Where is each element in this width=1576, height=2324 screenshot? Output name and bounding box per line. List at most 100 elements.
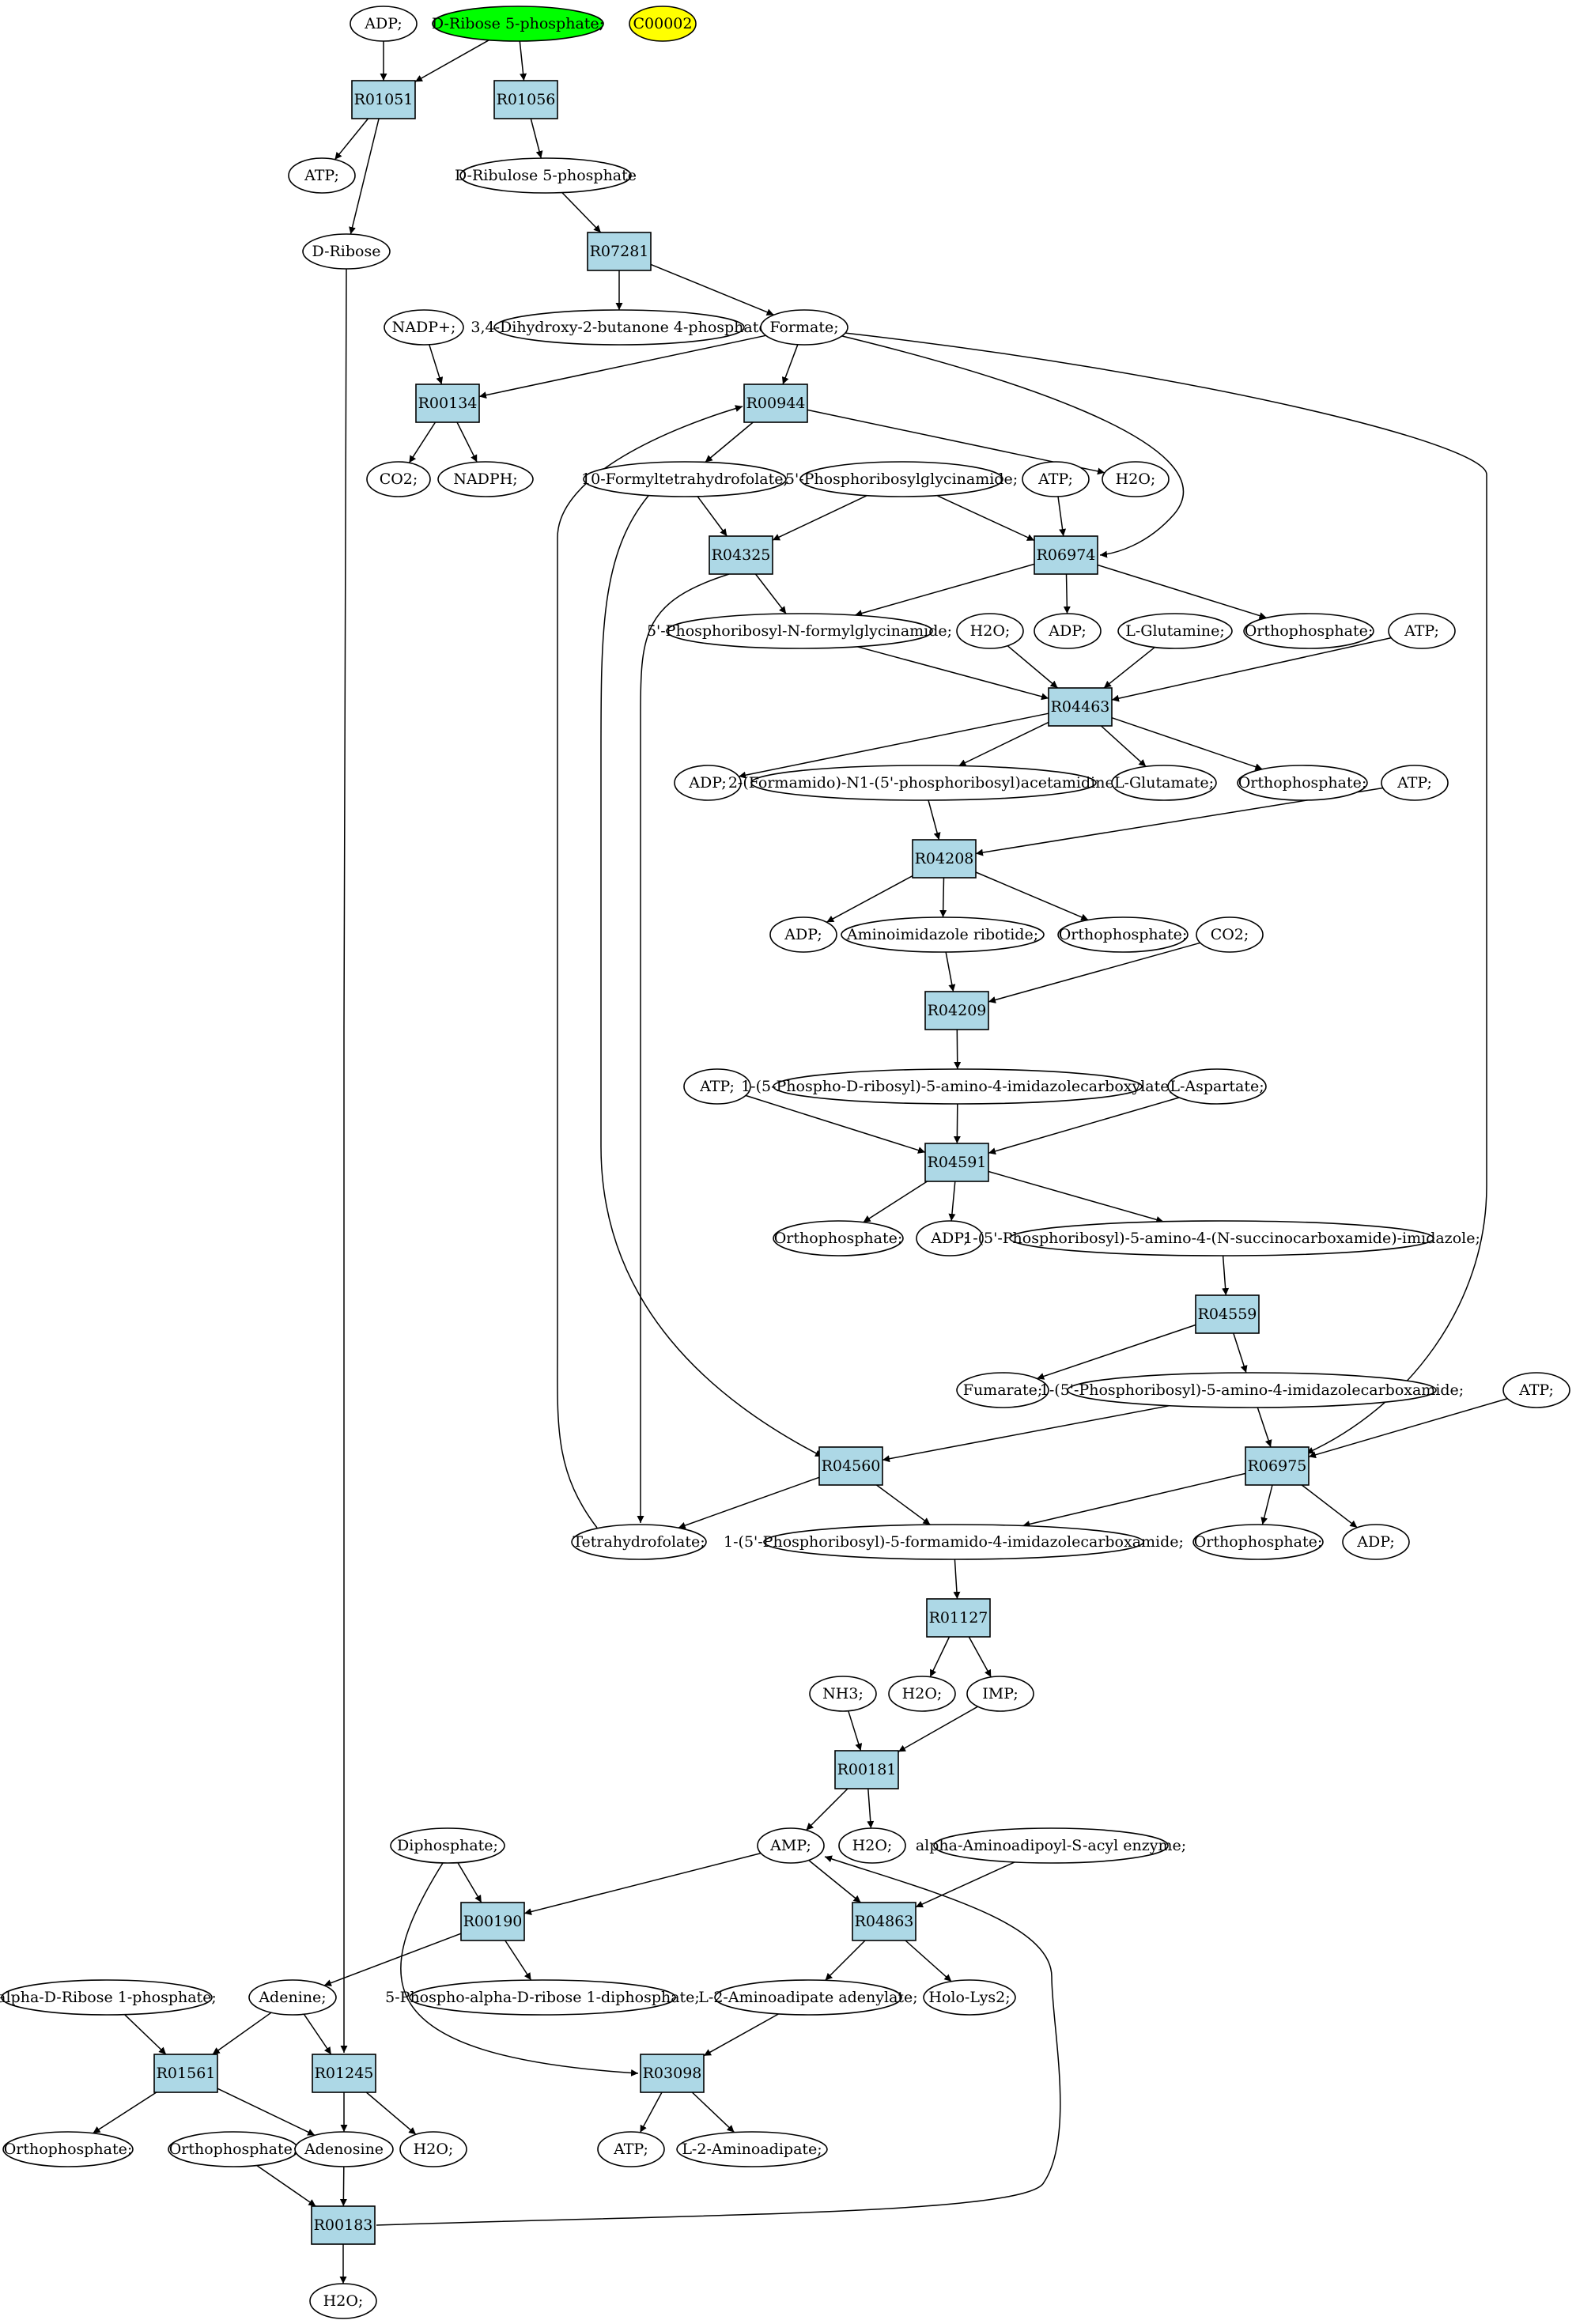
edge-r19-c56: [93, 2092, 157, 2134]
compound-node: H2O;: [399, 2131, 467, 2167]
reaction-box: [153, 2054, 218, 2093]
compound-label: H2O;: [323, 2292, 364, 2310]
compound-node: ADP;: [1034, 613, 1102, 649]
edge-c30-r10: [988, 942, 1201, 1003]
edge-r11-c34: [863, 1181, 928, 1223]
edge-c17-r8: [1007, 645, 1058, 689]
compound-node: C00002: [629, 6, 697, 42]
edges-layer: [93, 40, 1508, 2284]
reaction-node: R04209: [924, 991, 989, 1030]
compound-ellipse: [1034, 613, 1102, 649]
reaction-label: R00183: [314, 2216, 373, 2234]
compound-label: H2O;: [852, 1837, 893, 1854]
reaction-box: [1195, 1294, 1260, 1334]
compound-label: D-Ribose 5-phosphate;: [432, 15, 604, 32]
compound-node: D-Ribulose 5-phosphate: [455, 157, 637, 194]
edge-c50-r18: [915, 1861, 1015, 1908]
compound-label: L-2-Aminoadipate;: [682, 2141, 822, 2158]
compound-label: Orthophosphate;: [774, 1230, 903, 1247]
compound-ellipse: [1, 1979, 213, 2016]
reaction-box: [709, 535, 773, 575]
compound-ellipse: [597, 2131, 665, 2167]
compound-ellipse: [966, 1676, 1034, 1712]
compound-ellipse: [399, 2131, 467, 2167]
compound-label: H2O;: [902, 1685, 943, 1702]
compound-node: Holo-Lys2;: [923, 1979, 1016, 2016]
compound-ellipse: [1167, 1068, 1267, 1105]
compound-ellipse: [1381, 765, 1449, 801]
reaction-node: R00190: [460, 1902, 525, 1941]
reaction-label: R01051: [354, 91, 414, 108]
compound-label: Orthophosphate;: [1238, 774, 1367, 792]
compound-ellipse: [1388, 613, 1456, 649]
reaction-label: R00134: [418, 395, 478, 412]
compound-ellipse: [757, 1827, 825, 1864]
compound-ellipse: [933, 1827, 1169, 1864]
edge-c8-r4: [478, 334, 766, 399]
compound-label: ATP;: [1518, 1381, 1554, 1399]
compound-ellipse: [750, 765, 1097, 801]
reaction-box: [587, 232, 652, 271]
edge-r16-c49: [867, 1788, 875, 1829]
reaction-box: [460, 1902, 525, 1941]
reaction-label: R06974: [1037, 546, 1096, 564]
compound-label: D-Ribulose 5-phosphate: [455, 167, 637, 184]
compound-node: Formate;: [760, 309, 848, 346]
compound-label: IMP;: [982, 1685, 1018, 1702]
compound-node: 3,4-Dihydroxy-2-butanone 4-phosphate: [471, 309, 768, 346]
compound-ellipse: [838, 1827, 906, 1864]
compound-ellipse: [437, 461, 534, 497]
edge-c48-r18: [808, 1859, 861, 1903]
reaction-node: R07281: [587, 232, 652, 271]
compound-node: Orthophosphate;: [2, 2131, 134, 2167]
reaction-label: R04560: [822, 1457, 881, 1475]
compound-node: ADP;: [674, 765, 742, 801]
compound-label: 1-(5'-Phosphoribosyl)-5-formamido-4-imid…: [724, 1533, 1184, 1551]
compound-ellipse: [629, 6, 697, 42]
edge-r14-c43: [1301, 1484, 1358, 1529]
compound-node: alpha-D-Ribose 1-phosphate;: [0, 1979, 217, 2016]
edge-c52-r20: [303, 2013, 332, 2055]
compound-label: alpha-Aminoadipoyl-S-acyl enzyme;: [916, 1837, 1186, 1854]
reaction-box: [1034, 535, 1098, 575]
compound-ellipse: [583, 461, 787, 497]
compound-ellipse: [248, 1979, 337, 2016]
edge-r8-c25: [1111, 716, 1263, 771]
reaction-node: R06975: [1245, 1446, 1310, 1486]
compound-node: ADP;: [916, 1220, 984, 1256]
reaction-node: R00134: [415, 384, 480, 423]
edge-c8-r7: [841, 335, 1185, 558]
compound-node: Aminoimidazole ribotide;: [841, 916, 1045, 953]
reaction-box: [743, 384, 808, 423]
reaction-node: R04325: [709, 535, 773, 575]
reaction-box: [926, 1598, 991, 1638]
edge-c23-r9: [928, 799, 941, 841]
reaction-box: [312, 2054, 376, 2093]
edge-c5-r3: [561, 192, 602, 233]
edge-c16-r8: [857, 646, 1049, 701]
compound-label: alpha-D-Ribose 1-phosphate;: [0, 1989, 217, 2006]
compound-node: 1-(5-Phospho-D-ribosyl)-5-amino-4-imidaz…: [741, 1068, 1174, 1105]
compound-node: 1-(5'-Phosphoribosyl)-5-amino-4-imidazol…: [1040, 1372, 1464, 1408]
compound-label: ATP;: [1037, 470, 1073, 488]
edge-r19-c58: [217, 2088, 316, 2136]
compound-node: ATP;: [288, 157, 356, 194]
edge-r12-c38: [1233, 1332, 1248, 1374]
compound-label: 5'-Phosphoribosylglycinamide;: [785, 470, 1018, 488]
edge-r4-c10: [408, 421, 437, 463]
compound-label: Orthophosphate;: [4, 2141, 133, 2158]
compound-node: ATP;: [683, 1068, 751, 1105]
compound-label: ATP;: [699, 1078, 735, 1095]
reaction-label: R01056: [497, 91, 556, 108]
compound-node: Orthophosphate;: [1237, 765, 1368, 801]
reaction-box: [924, 1143, 989, 1182]
compound-label: 5-Phospho-alpha-D-ribose 1-diphosphate;: [385, 1989, 700, 2006]
compound-label: Fumarate;: [963, 1381, 1042, 1399]
reaction-label: R00190: [463, 1913, 523, 1930]
reaction-node: R04863: [852, 1902, 916, 1941]
reaction-node: R00183: [311, 2205, 376, 2245]
compound-ellipse: [384, 309, 464, 346]
compound-ellipse: [288, 157, 356, 194]
reaction-box: [834, 1750, 899, 1789]
